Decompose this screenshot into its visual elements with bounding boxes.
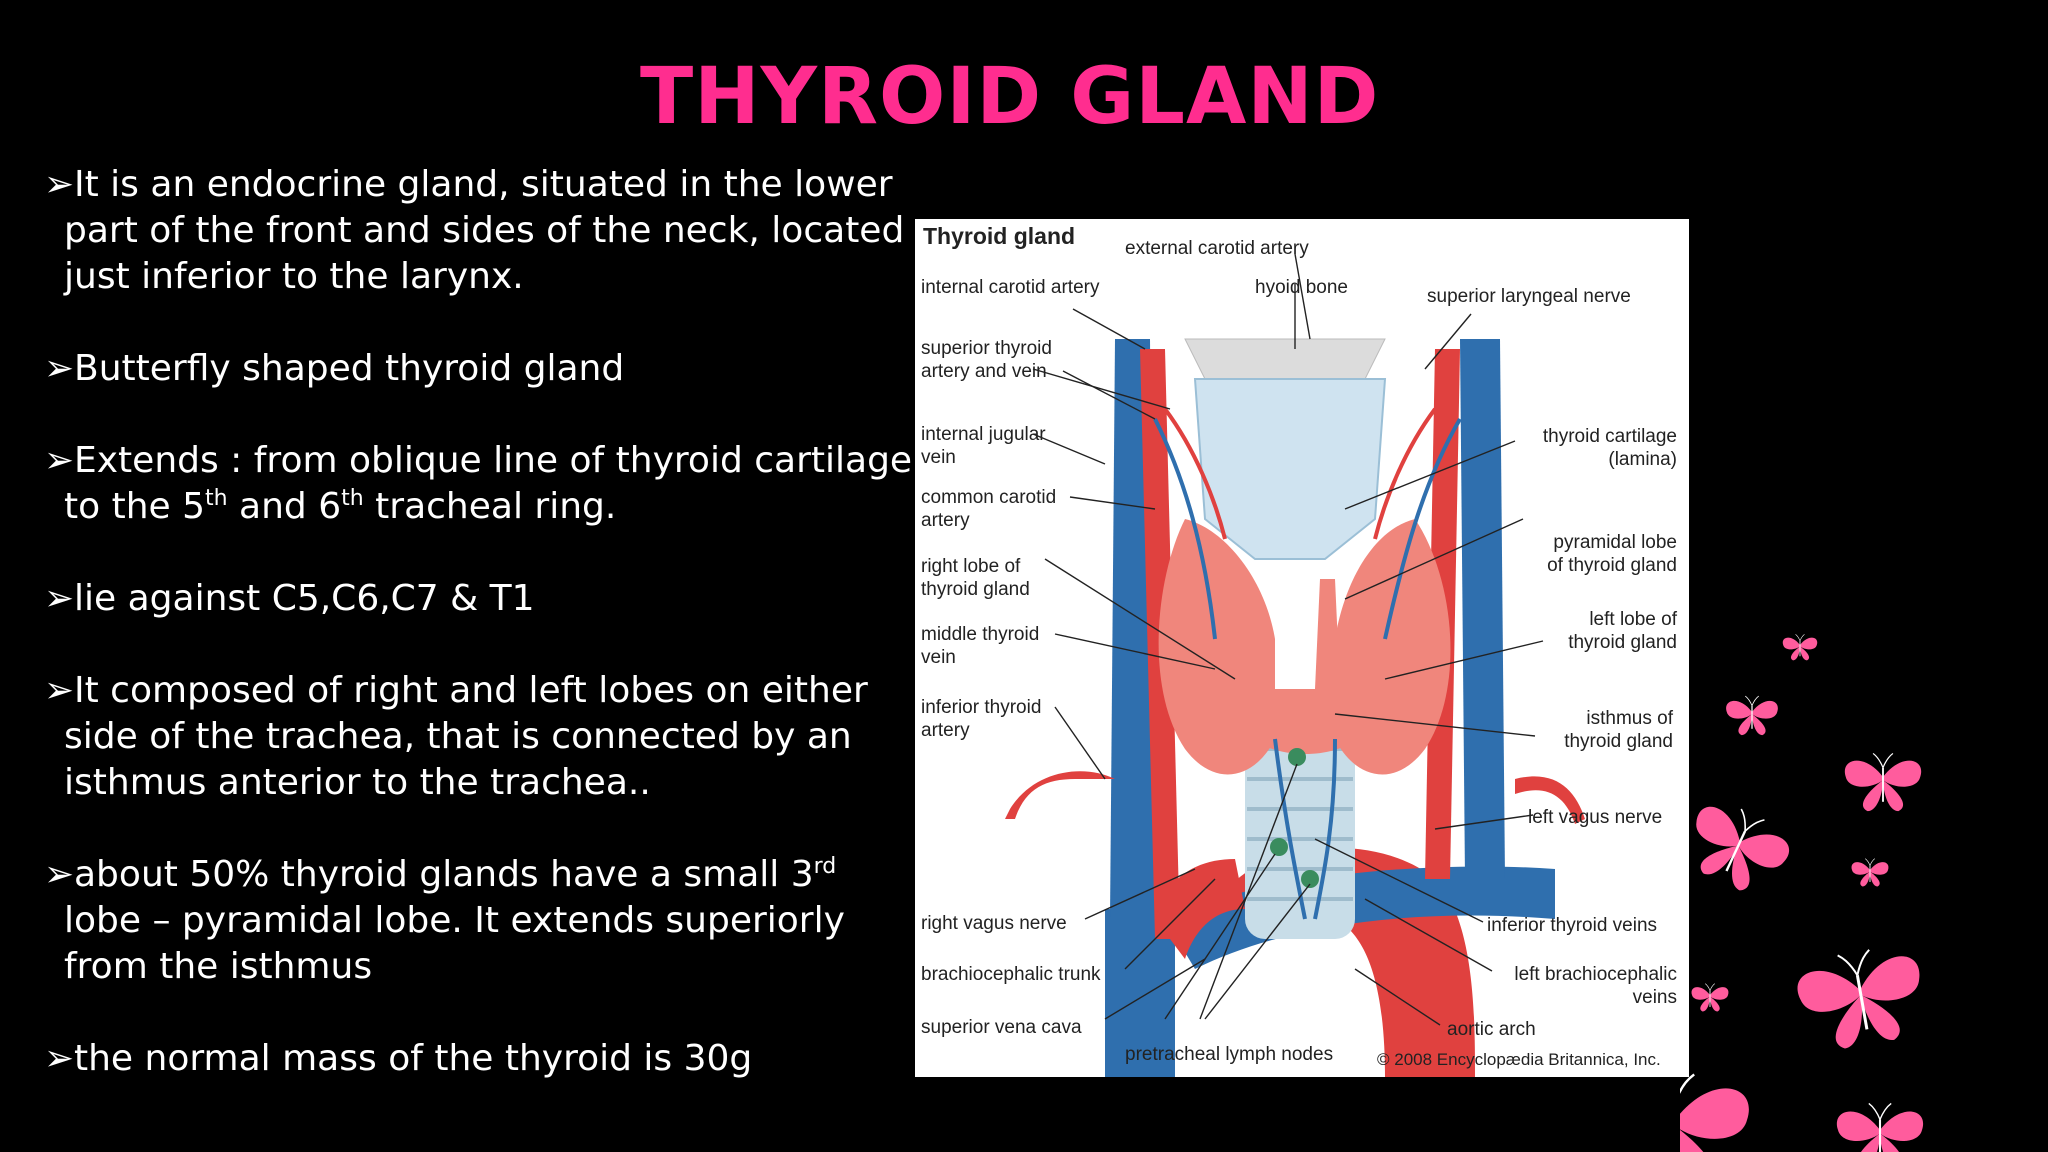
bullet-text: It composed of right and left lobes on e… <box>74 670 868 711</box>
label-superior-laryngeal-nerve: superior laryngeal nerve <box>1427 286 1631 307</box>
butterfly-icon <box>1843 752 1923 813</box>
butterfly-icon <box>1851 858 1889 887</box>
label-brachiocephalic-trunk: brachiocephalic trunk <box>921 964 1101 985</box>
bullet-text: lie against C5,C6,C7 & T1 <box>74 578 535 619</box>
label-left-vagus-nerve: left vagus nerve <box>1528 807 1663 828</box>
arrow-bullet-icon: ➢ <box>44 440 75 481</box>
label-internal-carotid: internal carotid artery <box>921 277 1100 298</box>
thyroid-anatomy-illustration <box>1005 253 1585 1077</box>
bullet-item: ➢ Butterfly shaped thyroid gland <box>44 346 624 392</box>
bullet-item: ➢ It composed of right and left lobes on… <box>44 668 868 806</box>
label-external-carotid: external carotid artery <box>1125 238 1309 259</box>
butterfly-icon <box>1680 1072 1751 1152</box>
butterfly-icon <box>1791 940 1932 1057</box>
bullet-item: ➢ Extends : from oblique line of thyroid… <box>44 438 912 530</box>
butterflies-decoration <box>1680 633 1932 1152</box>
bullet-text: Extends : from oblique line of thyroid c… <box>74 440 913 481</box>
bullet-item: ➢ lie against C5,C6,C7 & T1 <box>44 576 535 622</box>
bullet-text: to the 5th and 6th tracheal ring. <box>64 486 617 527</box>
bullet-text: just inferior to the larynx. <box>64 256 524 297</box>
arrow-bullet-icon: ➢ <box>44 670 75 711</box>
arrow-bullet-icon: ➢ <box>44 1038 75 1079</box>
figure-copyright: © 2008 Encyclopædia Britannica, Inc. <box>1377 1050 1661 1069</box>
bullet-item: ➢ the normal mass of the thyroid is 30g <box>44 1036 752 1082</box>
label-pretracheal-lymph-nodes: pretracheal lymph nodes <box>1125 1044 1334 1065</box>
figure-title: Thyroid gland <box>923 223 1076 249</box>
bullet-text: isthmus anterior to the trachea.. <box>64 762 651 803</box>
bullet-text: the normal mass of the thyroid is 30g <box>74 1038 753 1079</box>
bullet-item: ➢ about 50% thyroid glands have a small … <box>44 852 845 990</box>
slide-title: THYROID GLAND <box>640 52 1380 142</box>
bullet-text: Butterfly shaped thyroid gland <box>74 348 625 389</box>
label-inferior-thyroid-veins: inferior thyroid veins <box>1487 915 1658 936</box>
butterfly-icon <box>1691 983 1729 1012</box>
butterfly-icon <box>1835 1102 1925 1152</box>
butterfly-icon <box>1725 695 1779 736</box>
label-thyroid-cartilage: thyroid cartilage(lamina) <box>1542 426 1677 470</box>
bullet-text: about 50% thyroid glands have a small 3r… <box>74 854 837 895</box>
bullet-text: from the isthmus <box>64 946 373 987</box>
bullet-text: It is an endocrine gland, situated in th… <box>74 164 893 205</box>
arrow-bullet-icon: ➢ <box>44 348 75 389</box>
arrow-bullet-icon: ➢ <box>44 164 75 205</box>
bullet-text: side of the trachea, that is connected b… <box>64 716 852 757</box>
bullet-text: lobe – pyramidal lobe. It extends superi… <box>64 900 845 941</box>
bullet-item: ➢ It is an endocrine gland, situated in … <box>44 162 904 300</box>
butterfly-icon <box>1782 633 1818 661</box>
label-right-vagus-nerve: right vagus nerve <box>921 913 1067 934</box>
arrow-bullet-icon: ➢ <box>44 578 75 619</box>
butterfly-icon <box>1680 792 1799 904</box>
label-aortic-arch: aortic arch <box>1447 1019 1536 1040</box>
label-superior-vena-cava: superior vena cava <box>921 1017 1082 1038</box>
label-hyoid-bone: hyoid bone <box>1255 277 1348 298</box>
bullet-text: part of the front and sides of the neck,… <box>64 210 905 251</box>
arrow-bullet-icon: ➢ <box>44 854 75 895</box>
thyroid-anatomy-figure: Thyroid gland external carotid artery in… <box>915 219 1689 1077</box>
